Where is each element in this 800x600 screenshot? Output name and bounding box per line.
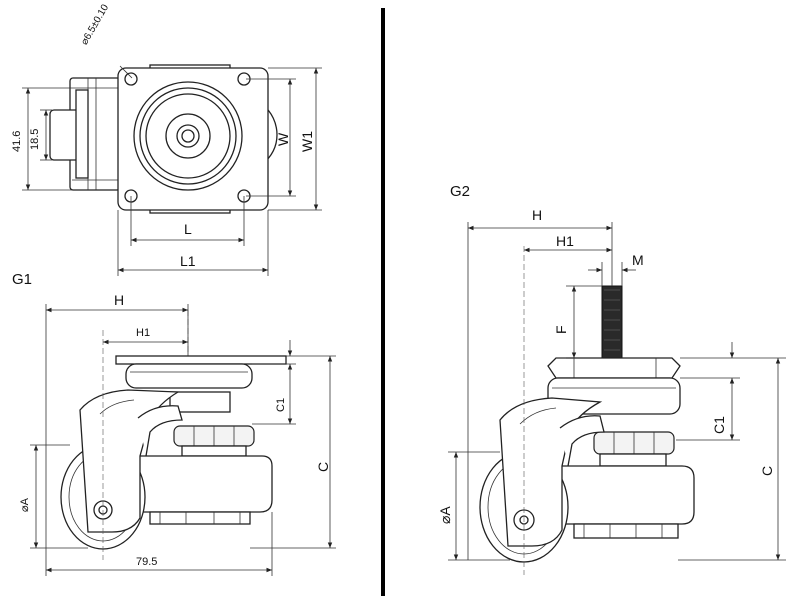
g2-dim-C: C <box>759 465 775 476</box>
top-dim-41-6: 41.6 <box>11 130 23 152</box>
g1-dim-H: H <box>114 292 125 308</box>
g2-dim-H: H <box>532 207 543 223</box>
variant-label-g2: G2 <box>450 183 471 200</box>
g1-side-view <box>60 310 287 560</box>
top-dim-18-5: 18.5 <box>29 128 41 150</box>
g2-dim-M: M <box>632 252 644 268</box>
g1-dim-C: C <box>315 461 331 472</box>
g2-side-view <box>479 246 695 575</box>
top-dim-W: W <box>275 132 291 146</box>
g2-dim-H1: H1 <box>556 233 574 249</box>
top-view-dims <box>22 67 322 276</box>
top-dim-W1: W1 <box>299 131 315 152</box>
g2-dim-F: F <box>553 325 569 334</box>
variant-label-g1: G1 <box>12 271 33 288</box>
g1-dim-C1: C1 <box>275 397 287 412</box>
g2-dims <box>448 222 786 561</box>
g1-dims <box>30 304 336 576</box>
g1-dim-A: ⌀A <box>19 498 31 512</box>
g1-dim-H1: H1 <box>136 327 151 339</box>
top-dim-L1: L1 <box>180 253 196 269</box>
top-dim-L: L <box>184 221 192 237</box>
g1-dim-width: 79.5 <box>136 556 158 568</box>
g2-dim-C1: C1 <box>711 416 727 434</box>
top-view <box>49 64 278 214</box>
g2-dim-A: ⌀A <box>437 506 453 524</box>
